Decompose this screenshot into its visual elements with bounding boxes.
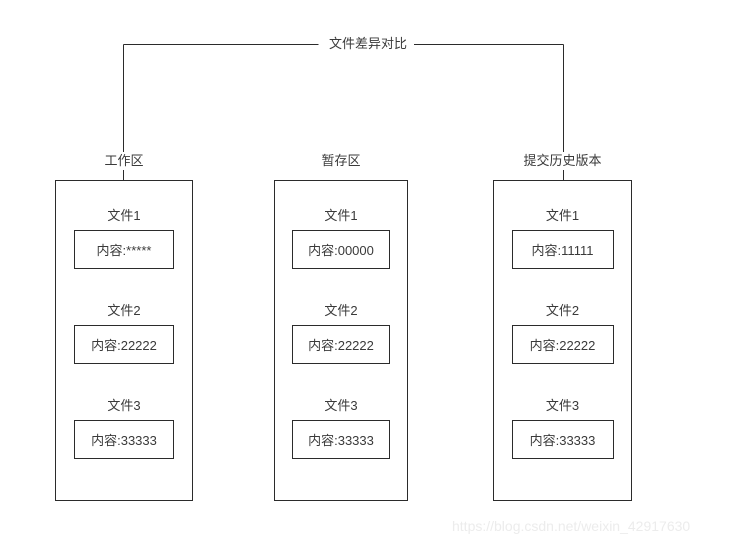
column-title-staging-area: 暂存区 — [274, 152, 408, 170]
file-content-box: 内容:11111 — [511, 230, 614, 269]
file-group: 文件3 内容:33333 — [56, 397, 192, 459]
column-title-working-area: 工作区 — [55, 152, 193, 170]
file-group: 文件2 内容:22222 — [275, 302, 407, 364]
file-content-box: 内容:22222 — [292, 325, 390, 364]
column-box-commit-history: 文件1 内容:11111 文件2 内容:22222 文件3 内容:33333 — [493, 180, 632, 501]
file-label: 文件2 — [324, 303, 358, 318]
file-content-box: 内容:00000 — [292, 230, 390, 269]
column-box-staging-area: 文件1 内容:00000 文件2 内容:22222 文件3 内容:33333 — [274, 180, 408, 501]
file-label: 文件3 — [545, 398, 580, 413]
column-box-working-area: 文件1 内容:***** 文件2 内容:22222 文件3 内容:33333 — [55, 180, 193, 501]
bracket-label: 文件差异对比 — [322, 35, 414, 53]
file-label: 文件1 — [107, 208, 141, 223]
column-commit-history: 提交历史版本 文件1 内容:11111 文件2 内容:22222 文件3 内容:… — [493, 152, 632, 501]
file-group: 文件2 内容:22222 — [56, 302, 192, 364]
file-content-box: 内容:22222 — [74, 325, 174, 364]
file-group: 文件3 内容:33333 — [494, 397, 631, 459]
file-label: 文件3 — [107, 398, 141, 413]
file-content-box: 内容:22222 — [511, 325, 614, 364]
file-group: 文件3 内容:33333 — [275, 397, 407, 459]
column-working-area: 工作区 文件1 内容:***** 文件2 内容:22222 文件3 内容:333… — [55, 152, 193, 501]
watermark: https://blog.csdn.net/weixin_42917630 — [452, 518, 691, 534]
column-title-commit-history: 提交历史版本 — [493, 152, 632, 170]
file-content-box: 内容:33333 — [511, 420, 614, 459]
file-label: 文件3 — [324, 398, 358, 413]
column-title-text: 提交历史版本 — [520, 152, 605, 170]
file-group: 文件1 内容:***** — [56, 207, 192, 269]
file-label: 文件2 — [545, 303, 580, 318]
file-content-box: 内容:***** — [74, 230, 174, 269]
file-label: 文件1 — [545, 208, 580, 223]
file-label: 文件1 — [324, 208, 358, 223]
column-title-text: 暂存区 — [318, 152, 364, 170]
file-group: 文件2 内容:22222 — [494, 302, 631, 364]
column-staging-area: 暂存区 文件1 内容:00000 文件2 内容:22222 文件3 内容:333… — [274, 152, 408, 501]
file-group: 文件1 内容:00000 — [275, 207, 407, 269]
column-title-text: 工作区 — [101, 152, 147, 170]
file-group: 文件1 内容:11111 — [494, 207, 631, 269]
file-label: 文件2 — [107, 303, 141, 318]
file-content-box: 内容:33333 — [74, 420, 174, 459]
file-content-box: 内容:33333 — [292, 420, 390, 459]
